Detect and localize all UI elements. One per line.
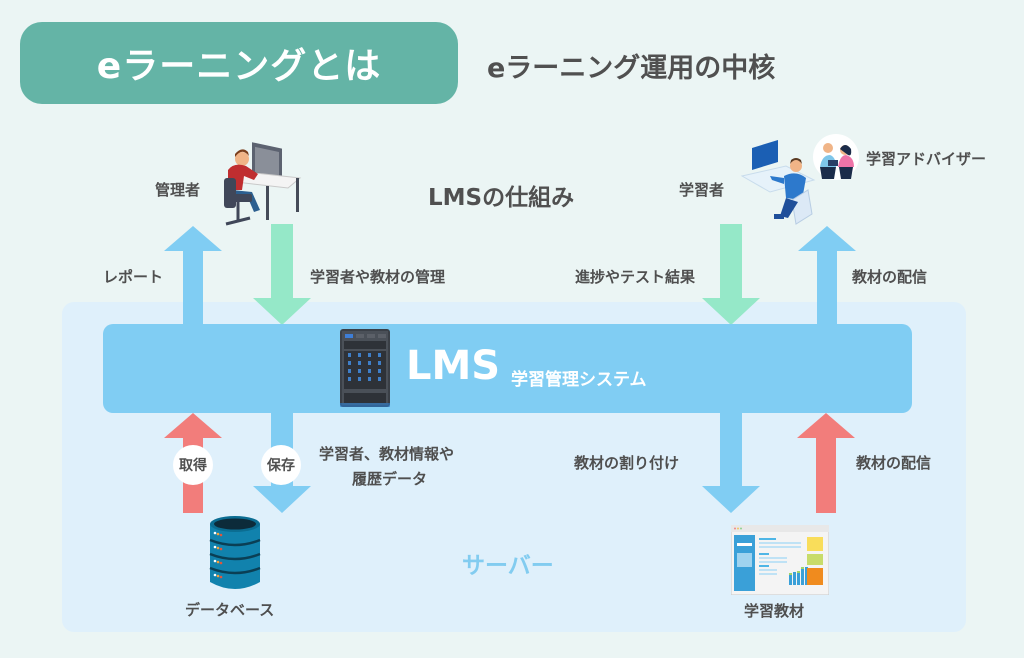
advisor-label: 学習アドバイザー bbox=[866, 150, 987, 168]
server-rack-icon bbox=[340, 329, 390, 407]
admin-at-desk-icon bbox=[224, 142, 302, 226]
report-label: レポート bbox=[103, 268, 164, 286]
lms-bar bbox=[103, 324, 912, 413]
delivery-top-label: 教材の配信 bbox=[852, 268, 928, 286]
learner-label: 学習者 bbox=[679, 181, 725, 199]
learning-materials-icon bbox=[731, 525, 829, 595]
fetch-badge: 取得 bbox=[173, 445, 213, 485]
store-label: 保存 bbox=[267, 458, 295, 474]
lms-name: LMS bbox=[406, 343, 501, 389]
store-badge: 保存 bbox=[261, 445, 301, 485]
admin-label: 管理者 bbox=[155, 181, 201, 199]
page-subtitle: eラーニング運用の中核 bbox=[487, 53, 776, 84]
assign-arrow-down bbox=[702, 413, 760, 513]
assign-label: 教材の割り付け bbox=[574, 454, 680, 472]
store-desc-line2: 履歴データ bbox=[352, 470, 428, 488]
title-badge: eラーニングとは bbox=[20, 22, 458, 104]
database-label: データベース bbox=[185, 601, 275, 619]
server-zone-label: サーバー bbox=[462, 553, 554, 579]
lms-description: 学習管理システム bbox=[511, 370, 647, 390]
admin-manage-label: 学習者や教材の管理 bbox=[310, 268, 446, 286]
page-title: eラーニングとは bbox=[96, 46, 382, 87]
progress-label: 進捗やテスト結果 bbox=[575, 268, 696, 286]
report-arrow-up bbox=[164, 226, 222, 326]
delivery-bottom-label: 教材の配信 bbox=[856, 454, 932, 472]
diagram-heading: LMSの仕組み bbox=[428, 185, 575, 211]
delivery-top-arrow-up bbox=[798, 226, 856, 326]
delivery-bottom-arrow-up bbox=[797, 413, 855, 513]
fetch-label: 取得 bbox=[179, 458, 207, 474]
database-icon bbox=[209, 516, 261, 589]
admin-manage-arrow-down bbox=[253, 224, 311, 325]
advisor-avatar-icon bbox=[813, 134, 859, 180]
progress-arrow-down bbox=[702, 224, 760, 325]
learner-at-computer-icon bbox=[740, 140, 816, 225]
materials-label: 学習教材 bbox=[744, 602, 805, 620]
store-desc-line1: 学習者、教材情報や bbox=[319, 445, 455, 463]
